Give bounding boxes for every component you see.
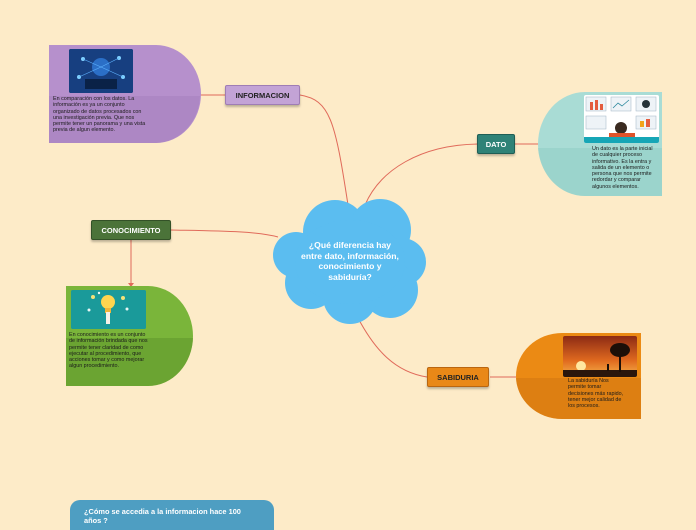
note-informacion: En comparación con los datos. La informa… [53,96,146,134]
arrow-head [128,283,134,287]
data-network-icon [69,49,133,93]
charts-icon [584,96,659,143]
informacion-image [69,49,133,93]
sabiduria-image [563,336,637,377]
topic-informacion[interactable]: INFORMACION [225,85,300,105]
note-conocimiento: En conocimiento es un conjunto de inform… [69,332,148,370]
bottom-topic-card[interactable]: ¿Cómo se accedia a la informacion hace 1… [70,500,274,530]
sunset-tree-icon [563,336,637,377]
central-cloud [273,199,426,324]
bottom-topic-text: ¿Cómo se accedia a la informacion hace 1… [84,507,241,525]
connector-sabiduria [357,317,428,378]
topic-dato[interactable]: DATO [477,134,515,154]
connector-conocimiento [169,229,279,238]
note-sabiduria: La sabiduría Nos permite tomar decisione… [568,378,624,410]
dato-image [584,95,659,143]
note-dato: Un dato es la parte inicial de cualquier… [592,146,653,190]
connector-informacion [299,94,349,206]
lightbulb-icon [71,290,146,329]
connector-dato [364,143,479,206]
conocimiento-image [71,290,146,329]
topic-sabiduria[interactable]: SABIDURIA [427,367,489,387]
central-topic-text[interactable]: ¿Qué diferencia hay entre dato, informac… [301,240,399,282]
topic-conocimiento[interactable]: CONOCIMIENTO [91,220,171,240]
